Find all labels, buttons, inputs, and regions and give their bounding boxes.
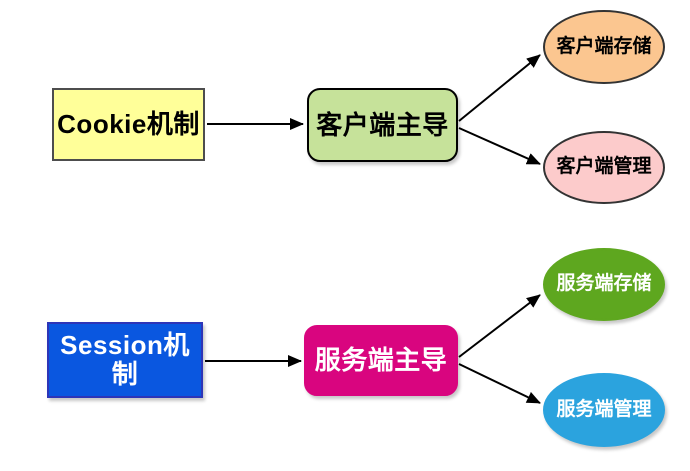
node-label: 客户端主导 — [316, 109, 449, 140]
node-server-storage: 服务端存储 — [543, 248, 665, 321]
node-label: 服务端管理 — [556, 398, 652, 420]
arrow-client-led-to-client-storage — [458, 54, 541, 122]
node-cookie-mechanism: Cookie机制 — [52, 88, 205, 161]
node-label: 服务端主导 — [314, 345, 448, 376]
node-label: 客户端管理 — [556, 156, 652, 178]
node-server-led: 服务端主导 — [304, 325, 458, 396]
node-label: 客户端存储 — [556, 35, 652, 57]
arrow-client-led-to-client-management — [458, 127, 541, 165]
arrow-server-led-to-server-storage — [458, 294, 541, 358]
node-label: Cookie机制 — [57, 109, 200, 140]
node-session-mechanism: Session机制 — [47, 322, 203, 398]
node-label: 服务端存储 — [556, 273, 652, 295]
node-client-management: 客户端管理 — [543, 131, 665, 204]
node-client-led: 客户端主导 — [307, 88, 458, 162]
node-client-storage: 客户端存储 — [543, 10, 665, 84]
node-server-management: 服务端管理 — [543, 373, 665, 447]
node-label: Session机制 — [60, 330, 190, 389]
arrow-server-led-to-server-management — [458, 363, 541, 404]
